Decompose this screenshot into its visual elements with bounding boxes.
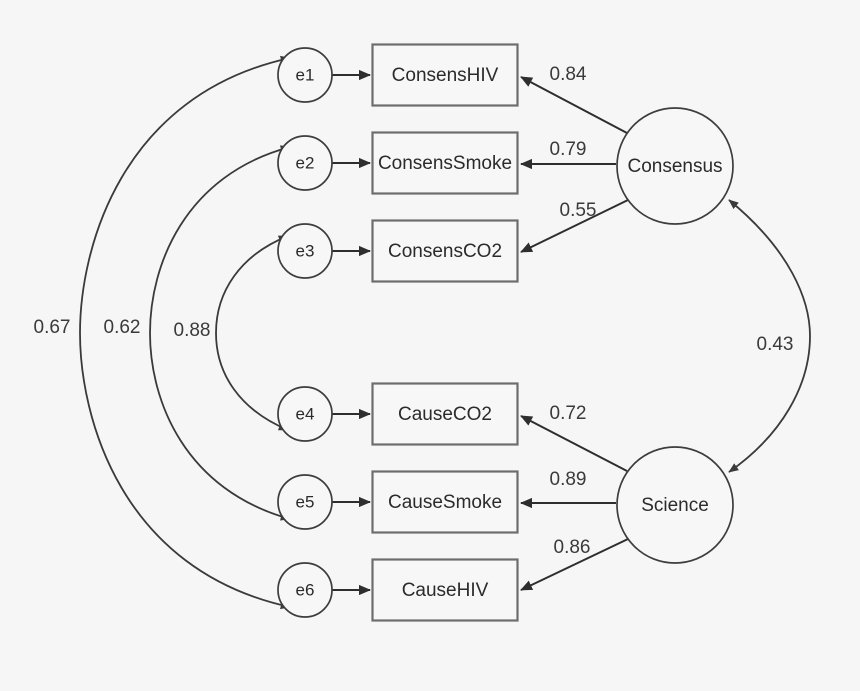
- indicator-box-causehiv[interactable]: [371, 558, 519, 622]
- arrow-consensus-consenshiv[interactable]: [520, 76, 628, 134]
- indicator-nodes: ConsensHIV ConsensSmoke ConsensCO2 Cause…: [371, 43, 519, 622]
- loading-value-consensus-consenshiv: 0.84: [550, 64, 587, 85]
- correlation-arc-e3-e4[interactable]: [215, 235, 289, 431]
- error-node-e6[interactable]: e6: [277, 562, 333, 618]
- error-label-e5: e5: [296, 492, 315, 511]
- loading-value-consensus-consco2: 0.55: [560, 200, 597, 221]
- indicator-box-causesmoke[interactable]: [371, 470, 519, 534]
- indicator-label-consco2: ConsensCO2: [388, 241, 502, 262]
- latent-node-science[interactable]: Science: [616, 446, 734, 564]
- error-label-e2: e2: [296, 153, 315, 172]
- latent-label-science: Science: [641, 495, 709, 516]
- indicator-node-causesmoke[interactable]: CauseSmoke: [371, 470, 519, 534]
- error-label-e4: e4: [296, 404, 315, 423]
- indicator-node-consco2[interactable]: ConsensCO2: [371, 219, 519, 283]
- indicator-box-conssmoke[interactable]: [371, 131, 519, 195]
- error-circle-e2[interactable]: [277, 135, 333, 191]
- indicator-node-consenshiv[interactable]: ConsensHIV: [371, 43, 519, 107]
- error-node-e5[interactable]: e5: [277, 474, 333, 530]
- correlation-value-e2-e5: 0.62: [104, 317, 141, 338]
- residual-correlation-arcs: [79, 55, 291, 610]
- error-circle-e4[interactable]: [277, 386, 333, 442]
- coefficient-labels: 0.84 0.79 0.55 0.72 0.89 0.86 0.67 0.62 …: [34, 64, 794, 558]
- indicator-label-conssmoke: ConsensSmoke: [378, 153, 512, 174]
- indicator-box-consco2[interactable]: [371, 219, 519, 283]
- indicator-box-causeco2[interactable]: [371, 382, 519, 446]
- correlation-arc-e2-e5[interactable]: [149, 145, 291, 521]
- arrow-consensus-consco2[interactable]: [520, 199, 629, 253]
- indicator-box-consenshiv[interactable]: [371, 43, 519, 107]
- error-node-e4[interactable]: e4: [277, 386, 333, 442]
- loading-value-science-causehiv: 0.86: [554, 537, 591, 558]
- error-node-e1[interactable]: e1: [277, 47, 333, 103]
- error-node-e3[interactable]: e3: [277, 223, 333, 279]
- loading-value-science-causeco2: 0.72: [550, 403, 587, 424]
- error-to-indicator-arrows: [332, 69, 371, 596]
- indicator-label-causesmoke: CauseSmoke: [388, 492, 502, 513]
- correlation-value-e3-e4: 0.88: [174, 320, 211, 341]
- latent-circle-consensus[interactable]: [616, 107, 734, 225]
- latent-circle-science[interactable]: [616, 446, 734, 564]
- indicator-label-causehiv: CauseHIV: [402, 580, 489, 601]
- indicator-node-causehiv[interactable]: CauseHIV: [371, 558, 519, 622]
- error-circle-e6[interactable]: [277, 562, 333, 618]
- latent-node-consensus[interactable]: Consensus: [616, 107, 734, 225]
- loading-value-consensus-conssmoke: 0.79: [550, 139, 587, 160]
- error-circle-e5[interactable]: [277, 474, 333, 530]
- arrow-science-causehiv[interactable]: [520, 538, 629, 591]
- correlation-arc-consensus-science[interactable]: [728, 199, 811, 473]
- indicator-label-causeco2: CauseCO2: [398, 404, 492, 425]
- loading-value-science-causesmoke: 0.89: [550, 469, 587, 490]
- loading-arrows: [520, 76, 629, 591]
- latent-nodes: Consensus Science: [616, 107, 734, 564]
- latent-label-consensus: Consensus: [627, 156, 722, 177]
- error-label-e1: e1: [296, 65, 315, 84]
- indicator-node-conssmoke[interactable]: ConsensSmoke: [371, 131, 519, 195]
- arrow-science-causeco2[interactable]: [520, 415, 628, 472]
- correlation-arc-e1-e6[interactable]: [79, 55, 291, 610]
- error-node-e2[interactable]: e2: [277, 135, 333, 191]
- correlation-value-e1-e6: 0.67: [34, 317, 71, 338]
- latent-covariance-arc: [728, 199, 811, 473]
- error-label-e3: e3: [296, 241, 315, 260]
- error-nodes: e1 e2 e3 e4 e5 e6: [277, 47, 333, 618]
- correlation-value-consensus-science: 0.43: [757, 334, 794, 355]
- error-circle-e3[interactable]: [277, 223, 333, 279]
- error-circle-e1[interactable]: [277, 47, 333, 103]
- error-label-e6: e6: [296, 580, 315, 599]
- indicator-label-consenshiv: ConsensHIV: [392, 65, 499, 86]
- indicator-node-causeco2[interactable]: CauseCO2: [371, 382, 519, 446]
